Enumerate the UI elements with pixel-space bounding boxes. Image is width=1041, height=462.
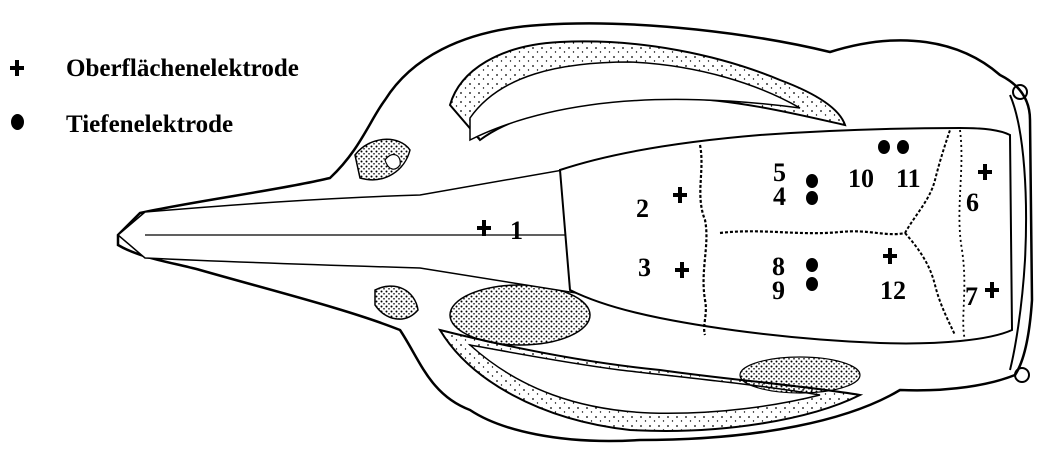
electrode-label-9: 9 [772, 278, 785, 304]
legend-item-surface: Oberflächenelektrode [2, 54, 299, 84]
electrode-marker-9 [806, 277, 818, 291]
legend-label-surface: Oberflächenelektrode [66, 55, 299, 83]
electrode-marker-8 [806, 258, 818, 272]
electrode-label-5: 5 [773, 160, 786, 186]
electrode-label-10: 10 [848, 166, 874, 192]
electrode-label-11: 11 [896, 166, 921, 192]
plus-icon [2, 54, 42, 84]
legend-item-depth: Tiefenelektrode [2, 110, 233, 140]
electrode-marker-4 [806, 191, 818, 205]
electrode-label-4: 4 [773, 184, 786, 210]
dot-icon [2, 110, 42, 140]
electrode-label-12: 12 [880, 278, 906, 304]
electrode-marker-10 [878, 140, 890, 154]
electrode-label-6: 6 [966, 190, 979, 216]
legend-label-depth: Tiefenelektrode [66, 111, 233, 139]
cranial-plate [560, 128, 1012, 343]
electrode-marker-11 [897, 140, 909, 154]
electrode-marker-5 [806, 174, 818, 188]
electrode-label-1: 1 [510, 218, 523, 244]
electrode-label-7: 7 [965, 284, 978, 310]
electrode-label-3: 3 [638, 255, 651, 281]
electrode-label-2: 2 [636, 196, 649, 222]
